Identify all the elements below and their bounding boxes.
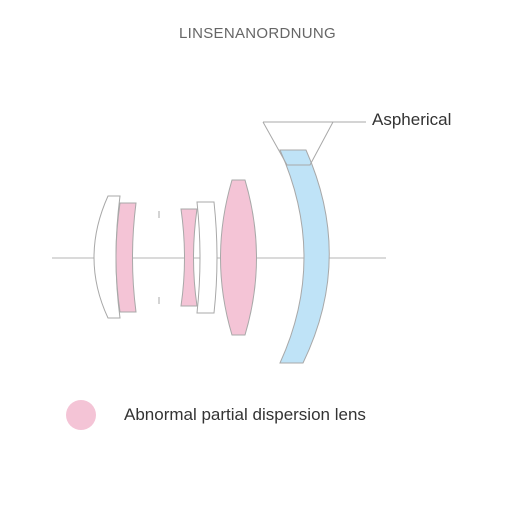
lens-element-3 [180, 208, 198, 307]
legend: Abnormal partial dispersion lens [66, 400, 366, 430]
legend-swatch-abnormal-dispersion [66, 400, 96, 430]
lens-element-6-aspherical [279, 149, 330, 364]
lens-element-2 [115, 202, 137, 313]
diagram-title: LINSENANORDNUNG [178, 25, 337, 42]
aspherical-label: Aspherical [372, 110, 452, 129]
aspherical-callout-line [262, 121, 334, 166]
lens-element-5 [220, 179, 257, 336]
lens-element-4 [196, 201, 218, 314]
legend-label: Abnormal partial dispersion lens [124, 405, 366, 424]
